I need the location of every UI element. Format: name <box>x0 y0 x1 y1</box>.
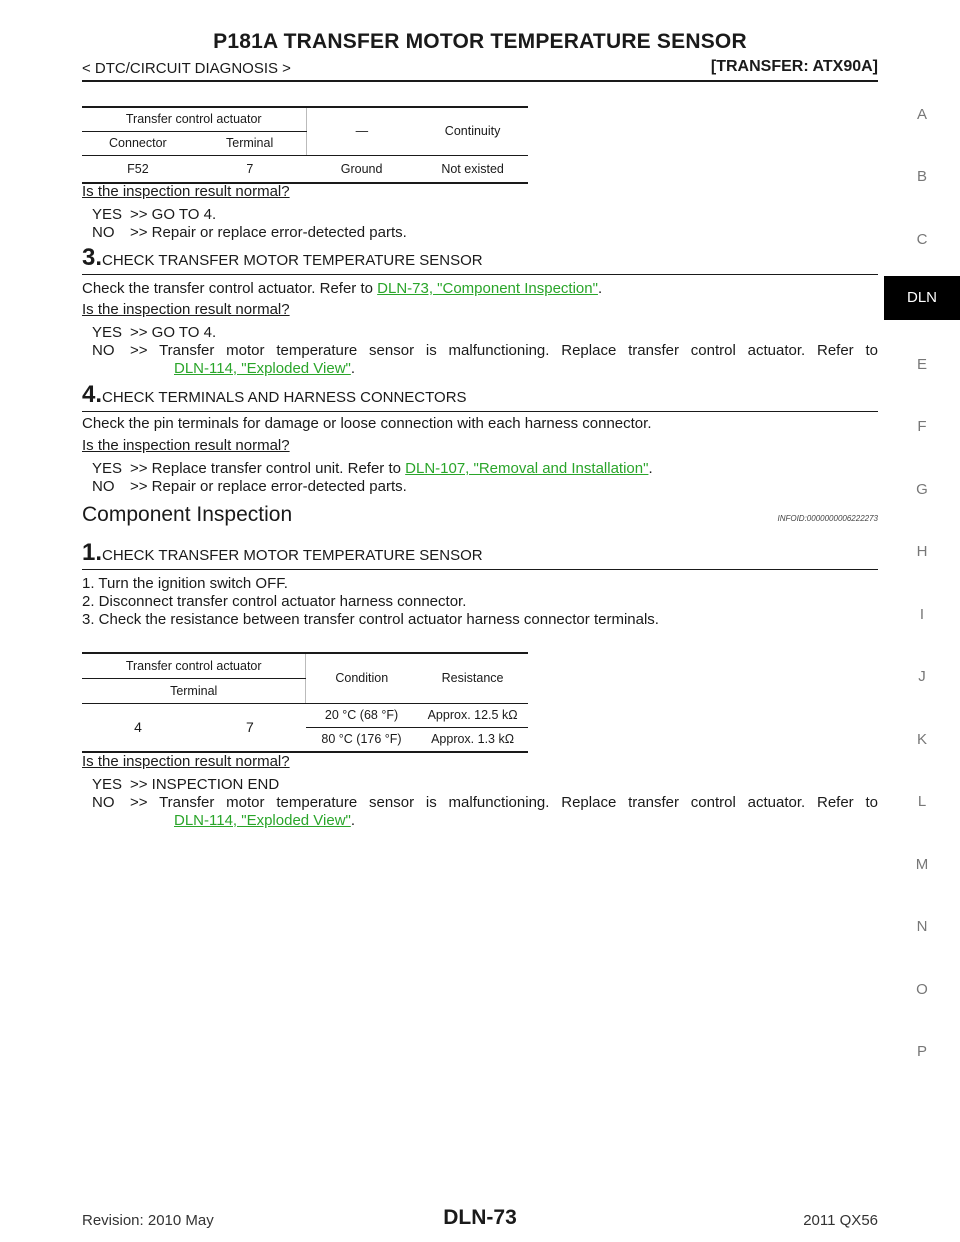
step-body: Check the transfer control actuator. Ref… <box>82 280 602 298</box>
table-cell: Approx. 1.3 kΩ <box>431 732 515 747</box>
continuity-table: Transfer control actuator — Continuity C… <box>82 106 528 184</box>
tab-n[interactable]: N <box>916 918 928 935</box>
answer-key: NO <box>92 794 115 811</box>
table-header: Continuity <box>417 107 528 156</box>
procedure-list: 1. Turn the ignition switch OFF. 2. Disc… <box>82 575 659 629</box>
table-header: — <box>306 107 418 156</box>
inspection-question: Is the inspection result normal? <box>82 753 290 770</box>
inspection-question: Is the inspection result normal? <box>82 437 290 454</box>
link-exploded-view[interactable]: DLN-114, "Exploded View" <box>174 360 351 377</box>
table-header: Transfer control actuator <box>82 107 307 132</box>
answer-key: YES <box>92 460 123 477</box>
answer-list: YES >> INSPECTION END NO >> Transfer motor… <box>92 776 878 830</box>
link-exploded-view[interactable]: DLN-114, "Exploded View" <box>174 812 351 829</box>
step-heading: 4.CHECK TERMINALS AND HARNESS CONNECTORS <box>82 381 878 412</box>
step-label: CHECK TERMINALS AND HARNESS CONNECTORS <box>102 389 467 406</box>
tab-f[interactable]: F <box>917 418 927 435</box>
body-text: . <box>597 280 603 297</box>
answer-key: NO <box>92 224 115 241</box>
table-header: Terminal <box>82 678 307 704</box>
tab-m[interactable]: M <box>915 856 929 873</box>
table-cell: Ground <box>340 161 383 176</box>
inspection-question: Is the inspection result normal? <box>82 183 290 200</box>
info-id: INFOID:0000000006222273 <box>777 514 878 523</box>
tab-p[interactable]: P <box>916 1043 927 1060</box>
answer-key: NO <box>92 342 115 359</box>
list-item: 1. Turn the ignition switch OFF. <box>82 575 288 592</box>
tab-g[interactable]: G <box>916 481 928 498</box>
tab-k[interactable]: K <box>916 731 927 748</box>
tab-a[interactable]: A <box>916 106 927 123</box>
tab-dln[interactable]: DLN <box>884 276 960 320</box>
section-heading: Component Inspection <box>82 503 293 526</box>
answer-text: >> Transfer motor temperature sensor is … <box>130 794 878 811</box>
page-title: P181A TRANSFER MOTOR TEMPERATURE SENSOR <box>213 30 747 53</box>
body-text: . <box>648 460 653 477</box>
step-number: 1. <box>82 539 103 566</box>
table-cell: 20 °C (68 °F) <box>324 708 399 722</box>
answer-key: YES <box>92 776 123 793</box>
table-cell: 7 <box>246 161 254 176</box>
table-row: 4 7 20 °C (68 °F) Approx. 12.5 kΩ <box>82 703 528 753</box>
tab-i[interactable]: I <box>919 606 925 623</box>
header-divider <box>82 80 878 82</box>
tab-l[interactable]: L <box>917 793 927 810</box>
list-item: 3. Check the resistance between transfer… <box>82 611 659 628</box>
answer-text: >> Repair or replace error-detected part… <box>130 224 407 241</box>
step-heading: 1.CHECK TRANSFER MOTOR TEMPERATURE SENSO… <box>82 539 878 570</box>
model-label: [TRANSFER: ATX90A] <box>710 58 878 75</box>
list-item: 2. Disconnect transfer control actuator … <box>82 593 467 610</box>
page-number: DLN-73 <box>443 1206 517 1229</box>
step-body: Check the pin terminals for damage or lo… <box>82 415 652 432</box>
resistance-table: Transfer control actuator Condition Resi… <box>82 652 528 753</box>
answer-text: >> GO TO 4. <box>130 324 217 341</box>
table-cell: F52 <box>127 161 149 176</box>
table-cell: 7 <box>193 703 306 753</box>
inspection-question: Is the inspection result normal? <box>82 301 290 318</box>
table-cell: Not existed <box>441 161 504 176</box>
body-text: . <box>350 360 356 377</box>
step-heading: 3.CHECK TRANSFER MOTOR TEMPERATURE SENSO… <box>82 244 878 275</box>
tab-c[interactable]: C <box>916 231 928 248</box>
answer-key: YES <box>92 206 123 223</box>
answer-list: YES >> GO TO 4. NO >> Repair or replace er… <box>92 206 878 242</box>
step-label: CHECK TRANSFER MOTOR TEMPERATURE SENSOR <box>102 547 483 564</box>
table-header: Terminal <box>193 131 307 156</box>
link-component-inspection[interactable]: DLN-73, "Component Inspection" <box>377 280 598 297</box>
tab-b[interactable]: B <box>916 168 927 185</box>
answer-text: >> GO TO 4. <box>130 206 217 223</box>
answer-list: YES >> GO TO 4. NO >> Transfer motor tempe… <box>92 324 878 378</box>
step-label: CHECK TRANSFER MOTOR TEMPERATURE SENSOR <box>102 252 483 269</box>
model-year: 2011 QX56 <box>803 1212 878 1229</box>
table-header: Condition <box>305 653 418 704</box>
tab-h[interactable]: H <box>916 543 928 560</box>
link-removal-installation[interactable]: DLN-107, "Removal and Installation" <box>405 460 649 477</box>
table-header: Transfer control actuator <box>82 653 307 679</box>
answer-text: >> Replace transfer control unit. Refer … <box>130 460 406 477</box>
tab-e[interactable]: E <box>916 356 927 373</box>
table-cell: Approx. 12.5 kΩ <box>427 708 518 722</box>
breadcrumb: < DTC/CIRCUIT DIAGNOSIS > <box>82 60 291 77</box>
answer-text: >> Repair or replace error-detected part… <box>130 478 407 495</box>
answer-list: YES >> Replace transfer control unit. Ref… <box>92 460 878 496</box>
table-header: Resistance <box>417 653 528 704</box>
table-cell: 80 °C (176 °F) <box>321 732 402 747</box>
step-number: 3. <box>82 244 103 271</box>
table-cell: 4 <box>82 703 194 753</box>
answer-text: >> Transfer motor temperature sensor is … <box>130 342 878 359</box>
side-tab-index: A B C DLN E F G H I J K L M N O P <box>880 0 960 1242</box>
table-row: 80 °C (176 °F) Approx. 1.3 kΩ <box>82 727 528 752</box>
table-row: F52 7 Ground Not existed <box>82 155 528 183</box>
answer-key: NO <box>92 478 115 495</box>
body-text: Check the transfer control actuator. Ref… <box>82 280 378 297</box>
body-text: . <box>350 812 356 829</box>
answer-key: YES <box>92 324 123 341</box>
tab-j[interactable]: J <box>918 668 926 685</box>
revision-label: Revision: 2010 May <box>82 1212 214 1229</box>
step-number: 4. <box>82 381 103 408</box>
tab-o[interactable]: O <box>916 981 928 998</box>
answer-text: >> INSPECTION END <box>130 776 280 793</box>
table-header: Connector <box>82 131 194 156</box>
